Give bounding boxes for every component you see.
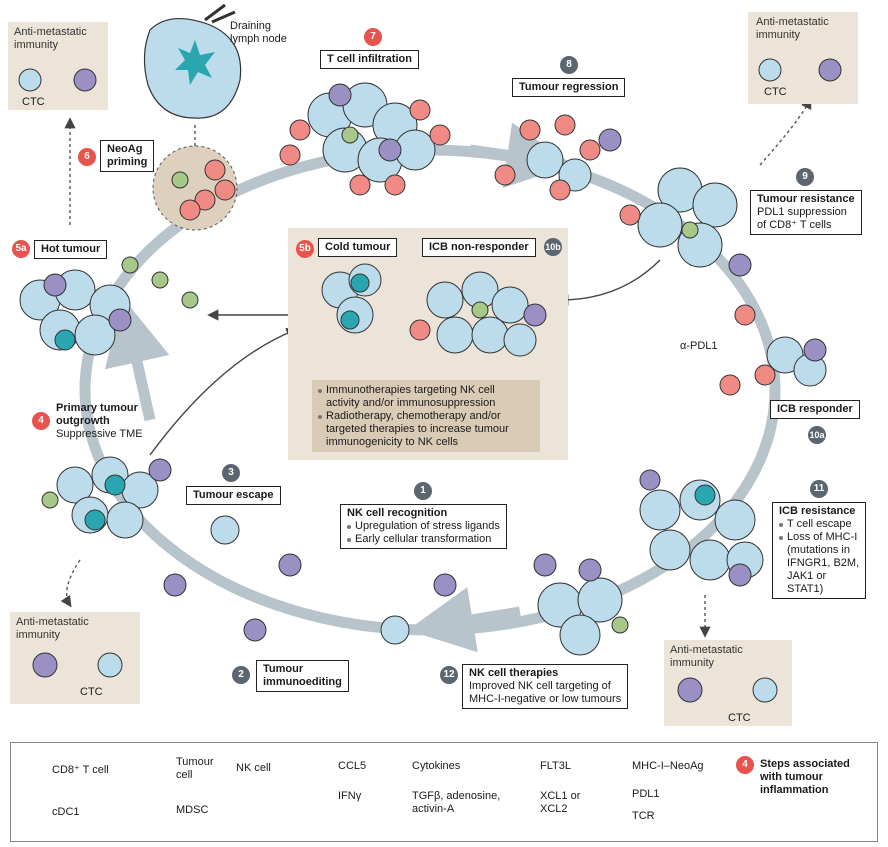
step-5b-badge: 5b: [296, 240, 314, 258]
tumour-regression-label: Tumour regression: [512, 78, 626, 97]
ctc-label-bottom-right: CTC: [728, 712, 751, 724]
neoag-priming-label: NeoAg priming: [100, 140, 155, 172]
legend: [10, 742, 878, 842]
cell-clusters: [19, 82, 827, 656]
step-1-badge: 1: [414, 482, 432, 500]
step-10b-badge: 10b: [544, 238, 562, 256]
step-4-badge: 4: [32, 412, 50, 430]
icb-responder-label: ICB responder: [770, 400, 860, 419]
nk-recognition-title: NK cell recognition: [347, 507, 448, 519]
step-11-badge: 11: [810, 480, 828, 498]
icb-resistance-bullet-1: T cell escape: [779, 518, 859, 531]
step-7-badge: 7: [364, 28, 382, 46]
alpha-pdl1-label: α-PDL1: [680, 340, 718, 352]
cold-tumour-label: Cold tumour: [318, 238, 398, 257]
legend-ifng: IFNγ: [338, 790, 362, 802]
step-10a-badge: 10a: [808, 426, 826, 444]
nk-therapies-title: NK cell therapies: [469, 667, 559, 679]
icb-resistance-bullet-2: Loss of MHC-I (mutations in IFNGR1, B2M,…: [779, 531, 859, 596]
lymph-node-label: Draining lymph node: [230, 20, 287, 45]
icb-resistance-box: ICB resistance T cell escape Loss of MHC…: [772, 502, 867, 599]
nk-bullet-1: Upregulation of stress ligands: [347, 520, 500, 533]
legend-cd8: CD8⁺ T cell: [52, 764, 109, 776]
tumour-resistance-title: Tumour resistance: [757, 193, 855, 205]
nk-therapies-subtitle: Improved NK cell targeting of MHC-I-nega…: [469, 680, 622, 705]
cold-therapy-bullets: Immunotherapies targeting NK cell activi…: [318, 384, 509, 449]
icb-non-responder-label: ICB non-responder: [422, 238, 536, 257]
step-6-badge: 6: [78, 148, 96, 166]
legend-steps-inflammation: Steps associated with tumour inflammatio…: [760, 758, 850, 796]
step-8-badge: 8: [560, 56, 578, 74]
step-12-badge: 12: [440, 666, 458, 684]
legend-mhc-neoag: MHC-I–NeoAg: [632, 760, 704, 772]
ctc-label-bottom-left: CTC: [80, 686, 103, 698]
step-2-badge: 2: [232, 666, 250, 684]
nk-bullet-2: Early cellular transformation: [347, 533, 500, 546]
anti-metastatic-label-top-right: Anti-metastatic immunity: [756, 16, 829, 41]
legend-pdl1: PDL1: [632, 788, 660, 800]
legend-step-example-badge: 4: [736, 756, 754, 774]
ctc-label-top-right: CTC: [764, 86, 787, 98]
t-cell-infiltration-label: T cell infiltration: [320, 50, 419, 69]
tumour-immunoediting-label: Tumour immunoediting: [256, 660, 349, 692]
dashed-arrows: [60, 97, 812, 638]
step-5a-badge: 5a: [12, 240, 30, 258]
tumour-resistance-box: Tumour resistance PDL1 suppression of CD…: [750, 190, 862, 235]
hot-tumour-label: Hot tumour: [34, 240, 108, 259]
legend-cdc1: cDC1: [52, 806, 80, 818]
legend-tgfb: TGFβ, adenosine, activin-A: [412, 790, 501, 815]
anti-metastatic-label-bottom-left: Anti-metastatic immunity: [16, 616, 89, 641]
metastatic-panels: [8, 12, 858, 726]
primary-outgrowth-subtitle: Suppressive TME: [56, 428, 143, 440]
icb-resistance-title: ICB resistance: [779, 505, 856, 517]
legend-flt3l: FLT3L: [540, 760, 571, 772]
tumour-resistance-subtitle: PDL1 suppression of CD8⁺ T cells: [757, 206, 847, 231]
step-3-badge: 3: [222, 464, 240, 482]
nk-recognition-box: NK cell recognition Upregulation of stre…: [340, 504, 507, 549]
cold-bullet-2: Radiotherapy, chemotherapy and/or target…: [318, 410, 509, 449]
anti-metastatic-label-top-left: Anti-metastatic immunity: [14, 26, 87, 51]
anti-metastatic-label-bottom-right: Anti-metastatic immunity: [670, 644, 743, 669]
legend-xcl: XCL1 or XCL2: [540, 790, 581, 815]
tumour-escape-label: Tumour escape: [186, 486, 281, 505]
primary-outgrowth-title: Primary tumour outgrowth: [56, 402, 138, 427]
legend-ccl5: CCL5: [338, 760, 367, 772]
legend-tcr: TCR: [632, 810, 655, 822]
solid-arrows: [149, 259, 661, 456]
legend-tumour-cell: Tumour cell: [176, 756, 214, 781]
legend-nk-cell: NK cell: [236, 762, 271, 774]
ctc-label-top-left: CTC: [22, 96, 45, 108]
nk-therapies-box: NK cell therapies Improved NK cell targe…: [462, 664, 629, 709]
cold-bullet-1: Immunotherapies targeting NK cell activi…: [318, 384, 509, 410]
lymph-node: [143, 3, 242, 119]
legend-mdsc: MDSC: [176, 804, 209, 816]
step-9-badge: 9: [796, 168, 814, 186]
legend-cytokines: Cytokines: [412, 760, 461, 772]
